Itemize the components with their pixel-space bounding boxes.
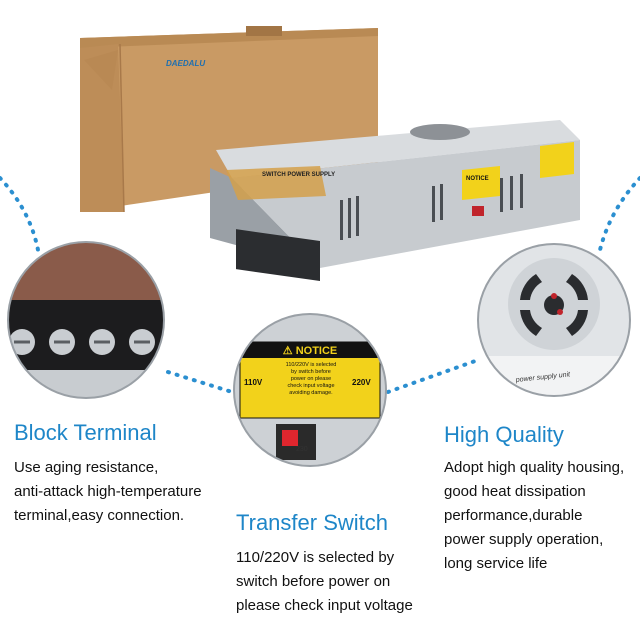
warning-icon: ⚠ (282, 345, 293, 357)
dotted-arc-left (0, 176, 40, 252)
feature-line: Use aging resistance, (14, 459, 159, 476)
dotted-line-right (386, 358, 480, 394)
feature-line: please check input voltage (236, 597, 413, 614)
fan-closeup (478, 244, 630, 396)
unit-label-notice: NOTICE (466, 176, 489, 182)
feature-title: High Quality (444, 422, 564, 447)
terminal-closeup (8, 242, 164, 398)
feature-title: Block Terminal (14, 420, 157, 445)
feature-line: terminal,easy connection. (14, 507, 185, 524)
feature-line: Adopt high quality housing, (444, 459, 625, 476)
switch-mark: 230 (296, 446, 308, 453)
switch-closeup (234, 314, 386, 466)
notice-right-voltage: 220V (352, 378, 371, 387)
unit-label-title: SWITCH POWER SUPPLY (262, 172, 335, 178)
box-brand-logo: DAEDALU (166, 59, 205, 68)
dotted-arc-right (598, 176, 640, 252)
dotted-line-left (166, 370, 234, 394)
feature-line: anti-attack high-temperature (14, 483, 202, 500)
notice-left-voltage: 110V (244, 378, 263, 387)
feature-line: good heat dissipation (444, 483, 586, 500)
feature-line: power supply operation, (444, 531, 604, 548)
notice-body: 110/220V is selected by switch before po… (285, 362, 337, 396)
feature-block-terminal: Block Terminal Use aging resistance, ant… (14, 420, 202, 528)
feature-high-quality: High Quality Adopt high quality housing,… (444, 422, 624, 576)
feature-line: long service life (444, 555, 548, 572)
feature-line: 110/220V is selected by (236, 549, 395, 566)
feature-line: switch before power on (236, 573, 391, 590)
feature-transfer-switch: Transfer Switch 110/220V is selected by … (236, 510, 413, 618)
power-supply-unit (210, 120, 580, 281)
feature-line: performance,durable (444, 507, 583, 524)
notice-heading: ⚠ NOTICE (282, 345, 338, 357)
feature-title: Transfer Switch (236, 510, 389, 535)
